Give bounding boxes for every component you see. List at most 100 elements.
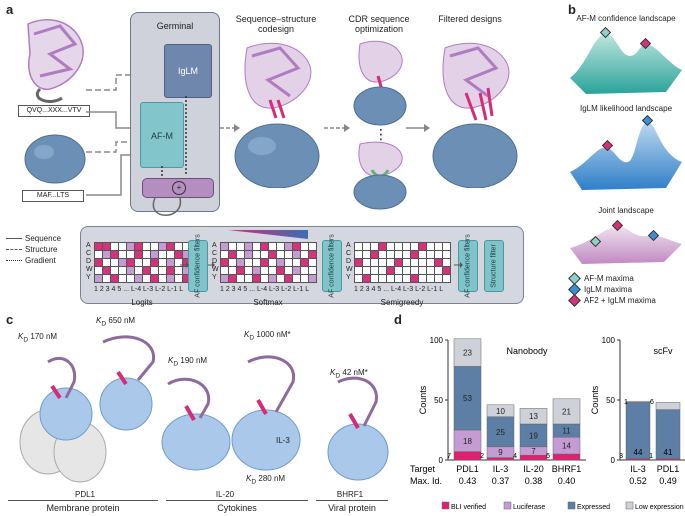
chart0-data-label: 11 — [562, 427, 571, 436]
chart1-bar-expressed — [655, 409, 681, 460]
chart0-bar-bli-verified — [552, 453, 581, 461]
legend-swatch-bli-verified — [441, 501, 450, 510]
iglm-landscape-title: IgLM likelihood landscape — [579, 104, 673, 113]
chart0-data-label: 9 — [498, 448, 503, 457]
bar-charts: 050100CountsNanobody1853237PDL10.4392510… — [410, 336, 685, 511]
ellipsis-dots: ⋮ — [374, 126, 388, 142]
cdr-complex-2 — [353, 141, 407, 210]
chart0-ylabel: Counts — [418, 385, 428, 414]
chart1-title: scFv — [654, 346, 673, 356]
panel-d-label: d — [394, 312, 402, 327]
afm-landscape — [570, 26, 682, 94]
chart1-low-label: 1 — [649, 453, 653, 460]
kd-il3-nb: KD 1000 nM* — [244, 330, 291, 342]
chart0-bar-expressed — [486, 416, 515, 448]
afm-label: AF-M — [151, 131, 173, 141]
chart0-data-label: 25 — [496, 428, 505, 437]
legend-sequence: Sequence — [25, 234, 62, 243]
chart1-category-label: IL-3 — [630, 464, 646, 474]
afm-landscape-title: AF-M confidence landscape — [576, 14, 676, 23]
kd-pdl1-scfv: KD 650 nM — [96, 316, 136, 328]
chart1-bar-expressed — [625, 402, 651, 460]
antibody-sequence: QVQ...XXX...VTV — [18, 105, 90, 117]
legend-swatch-low-expression — [625, 501, 634, 510]
chart1-maxid-label: 0.49 — [659, 476, 677, 486]
legend-label: Expressed — [577, 504, 610, 511]
group-cytokines: Cytokines — [217, 503, 257, 513]
il3-label: IL-3 — [276, 436, 290, 445]
chart0-data-label: 53 — [463, 394, 472, 403]
chart0-bli-label: 4 — [513, 453, 517, 460]
iglm-label: IgLM — [177, 66, 198, 76]
chart0-category-label: IL-20 — [523, 464, 544, 474]
panel-c-label: c — [6, 312, 14, 327]
kd-bhrf1-nb: KD 42 nM* — [330, 368, 368, 380]
iglm-box: IgLM — [164, 44, 212, 98]
chart0-bar-low-expression — [486, 404, 515, 418]
kd-il20-scfv: KD 280 nM — [246, 474, 286, 486]
group-membrane: Membrane protein — [46, 503, 120, 513]
both-maxima-marker — [639, 37, 652, 50]
panel-b-legend: AF-M maxima IgLM maxima AF2 + IgLM maxim… — [568, 272, 685, 308]
target-input-illustration — [24, 134, 86, 184]
chart1-inner-label: 44 — [634, 448, 643, 457]
stage-filtered-title: Filtered designs — [438, 14, 502, 24]
softmax-temperature-wedge — [228, 230, 308, 239]
feedback-loop — [152, 197, 181, 216]
chart0-data-label: 23 — [463, 349, 472, 358]
legend-afm-maxima: AF-M maxima — [584, 274, 634, 283]
panel-b-label: b — [568, 2, 576, 17]
chart0-ytick-label: 0 — [439, 456, 444, 465]
chart1-ytick-label: 100 — [602, 336, 616, 345]
bhrf1-target-label: BHRF1 — [336, 490, 364, 499]
chart0-bli-label: 7 — [447, 453, 451, 460]
process-arrows — [180, 262, 463, 268]
chart0-bar-low-expression — [552, 398, 581, 425]
softmax-col-labels: 1 2 3 4 5 ... L-4 L-3 L-2 L-1 L — [220, 286, 310, 293]
af-filter-3: AF confidence filters — [458, 234, 478, 298]
semigreedy-grid — [354, 242, 451, 283]
target-sequence: MAF...LTS — [22, 190, 84, 202]
softmax-grid — [220, 242, 317, 283]
chart0-maxid-label: 0.38 — [525, 476, 543, 486]
legend-label: Luciferase — [513, 504, 545, 511]
row-maxid-label: Max. Id. — [410, 476, 442, 486]
semigreedy-label: Semigreedy — [380, 298, 424, 307]
legend-label: Low expression — [635, 504, 684, 511]
chart0-data-label: 18 — [463, 437, 472, 446]
chart0-ytick-label: 100 — [430, 336, 444, 345]
logits-col-labels: 1 2 3 4 5 ... L-4 L-3 L-2 L-1 L — [94, 286, 184, 293]
chart0-bar-bli-verified — [486, 457, 515, 461]
chart0-category-label: BHRF1 — [552, 464, 582, 474]
chart0-maxid-label: 0.37 — [492, 476, 510, 486]
stage-cdr-title: CDR sequence optimization — [348, 14, 410, 34]
kd-pdl1-nb: KD 170 nM — [18, 332, 58, 344]
complex-structures — [19, 335, 389, 483]
combine-symbol: + — [172, 181, 186, 195]
membrane-divider — [8, 500, 158, 501]
chart1-ylabel: Counts — [590, 385, 600, 414]
chart0-maxid-label: 0.40 — [558, 476, 576, 486]
chart1-ytick-label: 50 — [606, 396, 615, 405]
joint-maxima-icon — [568, 294, 581, 308]
legend-label: BLI verified — [451, 504, 486, 511]
group-viral: Viral protein — [328, 503, 376, 513]
chart0-bar-expressed — [453, 366, 482, 431]
stage-codesign-title: Sequence–structure codesign — [235, 14, 317, 34]
legend-joint-maxima: AF2 + IgLM maxima — [584, 296, 656, 305]
gradient-line-icon — [6, 260, 22, 262]
chart1-bar-low-expression — [625, 400, 651, 403]
chart0-category-label: IL-3 — [493, 464, 509, 474]
cytokine-divider — [166, 500, 308, 501]
logits-label: Logits — [131, 298, 153, 307]
structure-line-icon — [6, 249, 22, 251]
filtered-complex — [432, 42, 518, 188]
cdr-complex-1 — [353, 40, 407, 126]
pdl1-target-label: PDL1 — [74, 490, 95, 499]
panel-c: KD 170 nM KD 650 nM KD 190 nM KD 1000 nM… — [0, 312, 392, 516]
chart1-low-label: 3 — [619, 453, 623, 460]
